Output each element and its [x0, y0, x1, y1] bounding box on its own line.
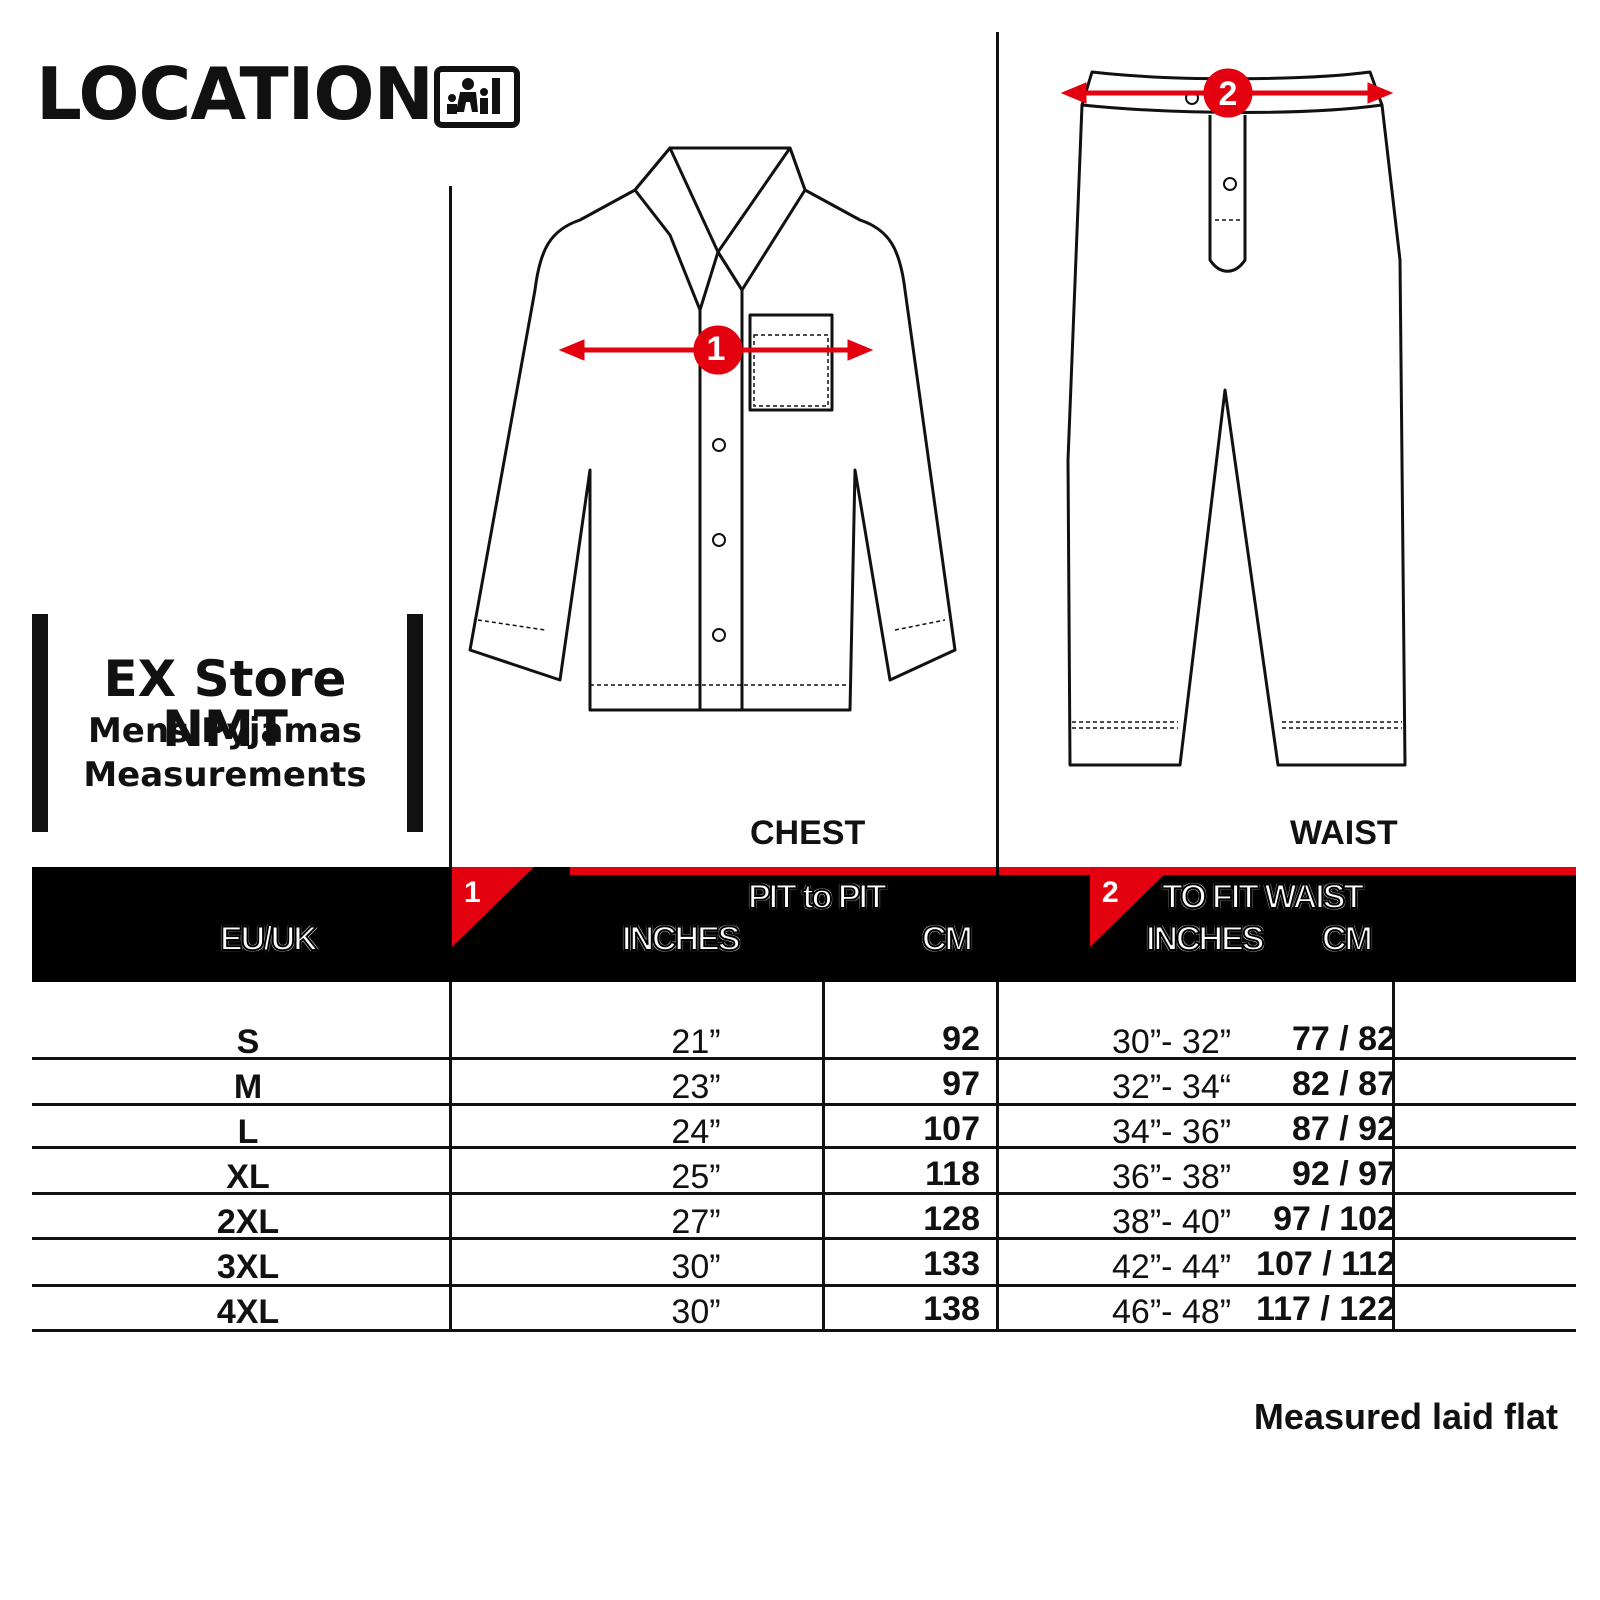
row-chest-inches: 23” — [671, 1068, 721, 1106]
store-bracket-right — [407, 614, 423, 832]
store-title: EX Store NMT — [103, 650, 347, 758]
row-waist-cm: 92 / 97 — [1292, 1155, 1396, 1193]
header-chest-title: PIT to PIT — [747, 878, 888, 916]
row-size: S — [236, 1023, 260, 1061]
row-waist-cm: 97 / 102 — [1273, 1200, 1396, 1238]
row-chest-cm: 133 — [923, 1245, 980, 1283]
header-chest-inches: INCHES — [621, 920, 741, 958]
row-chest-inches: 30” — [671, 1293, 721, 1331]
row-waist-cm: 107 / 112 — [1256, 1245, 1396, 1283]
table-bottom-border — [32, 1329, 1576, 1332]
header-waist-inches: INCHES — [1145, 920, 1265, 958]
row-size: M — [233, 1068, 263, 1106]
header-waist-title: TO FIT WAIST — [1161, 878, 1365, 916]
waist-header-marker: 2 — [1102, 876, 1119, 909]
row-chest-cm: 128 — [923, 1200, 980, 1238]
chest-header-marker: 1 — [464, 876, 481, 909]
row-waist-inches: 42”- 44” — [1112, 1248, 1232, 1286]
row-waist-cm: 77 / 82 — [1292, 1020, 1396, 1058]
row-chest-inches: 30” — [671, 1248, 721, 1286]
row-size: XL — [226, 1158, 270, 1196]
shirt-illustration — [468, 146, 957, 712]
row-waist-inches: 32”- 34“ — [1112, 1068, 1232, 1106]
row-chest-inches: 27” — [671, 1203, 721, 1241]
store-bracket-left — [32, 614, 48, 832]
row-chest-inches: 25” — [671, 1158, 721, 1196]
pants-illustration — [1060, 68, 1407, 767]
row-waist-cm: 87 / 92 — [1292, 1110, 1396, 1148]
chest-header-flag — [452, 867, 534, 947]
row-waist-inches: 30”- 32” — [1112, 1023, 1232, 1061]
row-waist-inches: 34”- 36” — [1112, 1113, 1232, 1151]
divider-chest-cols — [822, 982, 825, 1330]
row-chest-cm: 138 — [923, 1290, 980, 1328]
chest-marker: 1 — [706, 330, 726, 368]
family-logo-icon — [434, 66, 520, 128]
row-divider — [32, 1146, 1576, 1149]
divider-waist-right — [1392, 982, 1395, 1330]
waist-marker: 2 — [1218, 75, 1238, 113]
store-subtitle-line2: Measurements — [83, 755, 367, 795]
waist-label: WAIST — [1290, 814, 1398, 852]
store-subtitle-line1: Mens Pyjamas — [87, 711, 363, 751]
row-chest-cm: 118 — [925, 1155, 980, 1193]
header-size: EU/UK — [219, 920, 319, 958]
row-divider — [32, 1237, 1576, 1240]
header-waist-cm: CM — [1321, 920, 1374, 958]
row-divider — [32, 1284, 1576, 1287]
row-waist-cm: 117 / 122 — [1256, 1290, 1396, 1328]
row-size: L — [237, 1113, 259, 1151]
row-chest-cm: 97 — [942, 1065, 980, 1103]
waist-header-accent — [999, 867, 1576, 875]
row-waist-inches: 38”- 40” — [1112, 1203, 1232, 1241]
row-divider — [32, 1103, 1576, 1106]
row-divider — [32, 1057, 1576, 1060]
table-header — [32, 867, 1576, 982]
row-waist-inches: 36”- 38” — [1112, 1158, 1232, 1196]
header-chest-cm: CM — [921, 920, 974, 958]
divider-middle — [996, 32, 999, 1330]
row-chest-inches: 24” — [671, 1113, 721, 1151]
row-waist-inches: 46”- 48” — [1112, 1293, 1232, 1331]
row-chest-inches: 21” — [671, 1023, 721, 1061]
waist-header-flag — [1090, 867, 1172, 947]
brand-name: LOCATION — [36, 52, 434, 136]
row-waist-cm: 82 / 87 — [1292, 1065, 1396, 1103]
row-size: 3XL — [216, 1248, 280, 1286]
chest-label: CHEST — [750, 814, 866, 852]
row-size: 4XL — [216, 1293, 280, 1331]
row-chest-cm: 92 — [942, 1020, 980, 1058]
divider-left — [449, 186, 452, 1330]
footnote: Measured laid flat — [1253, 1396, 1558, 1437]
chest-header-accent — [570, 867, 996, 875]
row-divider — [32, 1192, 1576, 1195]
row-chest-cm: 107 — [923, 1110, 980, 1148]
row-size: 2XL — [216, 1203, 280, 1241]
